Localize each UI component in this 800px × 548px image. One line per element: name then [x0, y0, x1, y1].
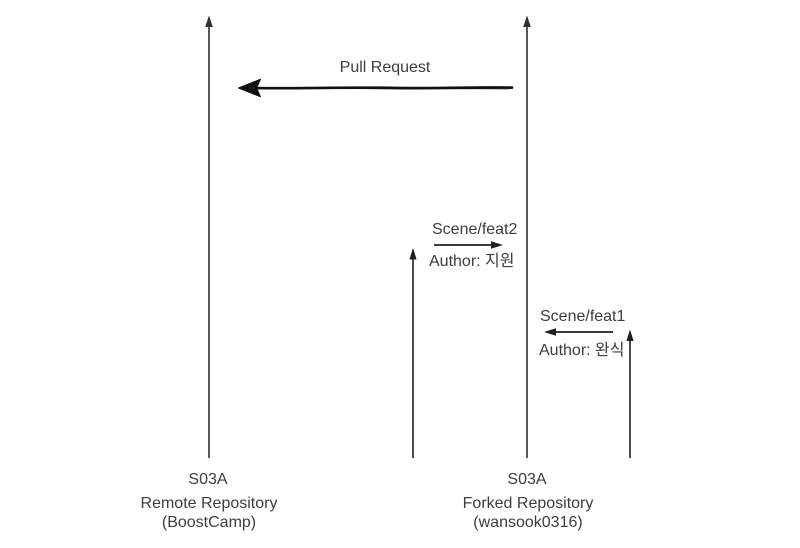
forked-repo-title: Forked Repository [462, 495, 594, 512]
remote-repo-subtitle: (BoostCamp) [161, 514, 257, 531]
feat1-branch-arrow [626, 329, 634, 458]
feat2-branch-name: Scene/feat2 [432, 221, 518, 238]
forked-branch-label: S03A [507, 471, 547, 488]
feat1-merge-arrow [544, 328, 613, 336]
feat2-branch-arrow [409, 248, 417, 458]
forked-main-branch-arrow [523, 15, 531, 458]
feat1-author-label: Author: 완식 [539, 342, 625, 359]
feat2-merge-arrow [434, 241, 503, 249]
forked-repo-subtitle: (wansook0316) [473, 514, 583, 531]
remote-main-branch-arrow [205, 15, 213, 458]
remote-repo-caption: Remote Repository (BoostCamp) [141, 494, 278, 532]
feat2-author-label: Author: 지원 [429, 253, 515, 270]
feat1-branch-name: Scene/feat1 [540, 308, 626, 325]
forked-repo-caption: Forked Repository (wansook0316) [463, 494, 594, 532]
pull-request-label: Pull Request [339, 59, 431, 76]
remote-repo-title: Remote Repository [140, 495, 278, 512]
remote-branch-label: S03A [188, 471, 228, 488]
pull-request-arrow [238, 78, 514, 98]
